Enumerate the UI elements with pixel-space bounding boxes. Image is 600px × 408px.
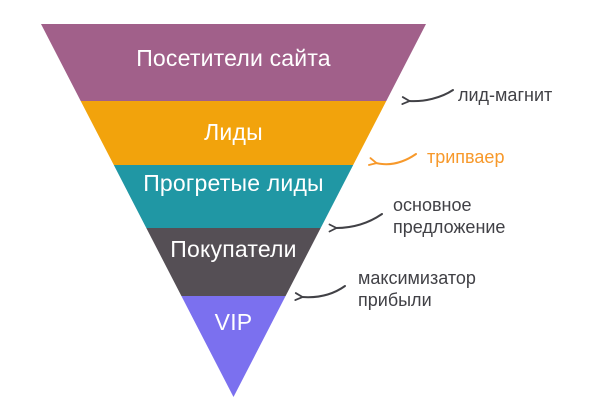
annotation-lead-magnet-line: лид-магнит [458, 85, 553, 105]
profit-maximizer-arrow [294, 285, 346, 301]
annotation-tripwire-line: трипваер [427, 147, 505, 167]
tripwire-arrow [367, 153, 417, 166]
annotation-core-offer-line-2: предложение [393, 217, 506, 237]
annotation-profit-maximizer-line-2: прибыли [358, 290, 432, 310]
annotation-core-offer-line-1: основное [393, 195, 472, 215]
annotation-lead-magnet: лид-магнит [458, 84, 552, 106]
funnel-band-vip [181, 296, 286, 397]
lead-magnet-arrow [401, 89, 454, 105]
annotation-tripwire: трипваер [427, 146, 504, 168]
funnel-band-leads [80, 101, 387, 165]
annotation-profit-maximizer: максимизатор прибыли [358, 267, 476, 311]
annotation-core-offer: основное предложение [393, 194, 505, 238]
funnel-band-warm-leads [113, 165, 354, 228]
funnel-band-buyers [146, 228, 321, 296]
funnel-band-visitors [41, 24, 426, 101]
core-offer-arrow [328, 213, 383, 233]
annotation-profit-maximizer-line-1: максимизатор [358, 268, 476, 288]
